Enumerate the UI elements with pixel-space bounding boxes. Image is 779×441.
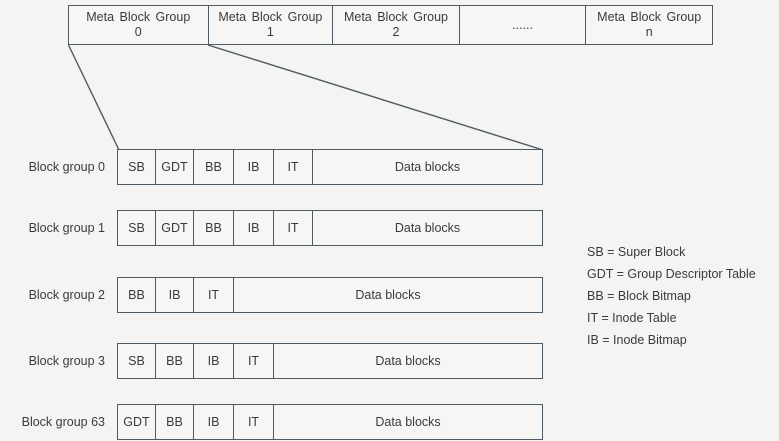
sb-cell: SB — [118, 211, 156, 245]
meta-cell-title: Meta Block Group — [343, 10, 448, 24]
ib-cell: IB — [194, 405, 234, 439]
block-group-2-label: Block group 2 — [28, 288, 105, 302]
data-blocks-cell: Data blocks — [355, 288, 421, 302]
ib-cell: IB — [234, 211, 274, 245]
data-blocks-cell: Data blocks — [394, 221, 461, 235]
gdt-cell: GDT — [156, 211, 194, 245]
ib-cell: IB — [156, 278, 194, 312]
bb-cell: BB — [118, 278, 156, 312]
sb-cell: SB — [118, 150, 156, 184]
block-group-0-row: SB GDT BB IB IT Data blocks — [117, 149, 543, 185]
legend-gdt: GDT = Group Descriptor Table — [587, 267, 756, 281]
it-cell: IT — [234, 344, 274, 378]
legend-bb: BB = Block Bitmap — [587, 289, 691, 303]
legend-sb: SB = Super Block — [587, 245, 686, 259]
meta-cell-index: n — [645, 25, 653, 39]
block-group-63-row: GDT BB IB IT Data blocks — [117, 404, 543, 440]
data-blocks-cell: Data blocks — [375, 354, 441, 368]
block-group-3-row: SB BB IB IT Data blocks — [117, 343, 543, 379]
legend-ib: IB = Inode Bitmap — [587, 333, 687, 347]
block-group-3-label: Block group 3 — [28, 354, 105, 368]
ellipsis-text: ...... — [512, 17, 533, 32]
data-blocks-cell: Data blocks — [375, 415, 441, 429]
gdt-cell: GDT — [118, 405, 156, 439]
meta-block-group-row: Meta Block Group 0 Meta Block Group 1 Me… — [68, 5, 713, 45]
meta-block-group-n-cell: Meta Block Group n — [586, 6, 712, 44]
bb-cell: BB — [194, 211, 234, 245]
block-group-2-row: BB IB IT Data blocks — [117, 277, 543, 313]
meta-cell-index: 0 — [134, 25, 142, 39]
gdt-cell: GDT — [156, 150, 194, 184]
legend-it: IT = Inode Table — [587, 311, 677, 325]
ib-cell: IB — [234, 150, 274, 184]
meta-block-group-2-cell: Meta Block Group 2 — [333, 6, 460, 44]
meta-block-group-1-cell: Meta Block Group 1 — [209, 6, 334, 44]
meta-block-group-0-cell: Meta Block Group 0 — [69, 6, 209, 44]
meta-cell-title: Meta Block Group — [86, 10, 191, 24]
sb-cell: SB — [118, 344, 156, 378]
fan-line-left — [67, 44, 120, 151]
bb-cell: BB — [156, 344, 194, 378]
data-blocks-cell: Data blocks — [394, 160, 461, 174]
block-group-63-label: Block group 63 — [21, 415, 105, 429]
legend: SB = Super Block GDT = Group Descriptor … — [587, 241, 756, 351]
block-group-0-label: Block group 0 — [28, 160, 105, 174]
meta-block-group-ellipsis-cell: ...... — [460, 6, 587, 44]
bb-cell: BB — [156, 405, 194, 439]
meta-cell-index: 2 — [392, 25, 400, 39]
it-cell: IT — [274, 211, 313, 245]
block-group-1-label: Block group 1 — [28, 221, 105, 235]
it-cell: IT — [234, 405, 274, 439]
it-cell: IT — [194, 278, 234, 312]
meta-cell-title: Meta Block Group — [597, 10, 702, 24]
bb-cell: BB — [194, 150, 234, 184]
block-group-1-row: SB GDT BB IB IT Data blocks — [117, 210, 543, 246]
it-cell: IT — [274, 150, 313, 184]
meta-cell-title: Meta Block Group — [218, 10, 323, 24]
ib-cell: IB — [194, 344, 234, 378]
fan-line-right — [207, 44, 544, 151]
meta-cell-index: 1 — [266, 25, 274, 39]
